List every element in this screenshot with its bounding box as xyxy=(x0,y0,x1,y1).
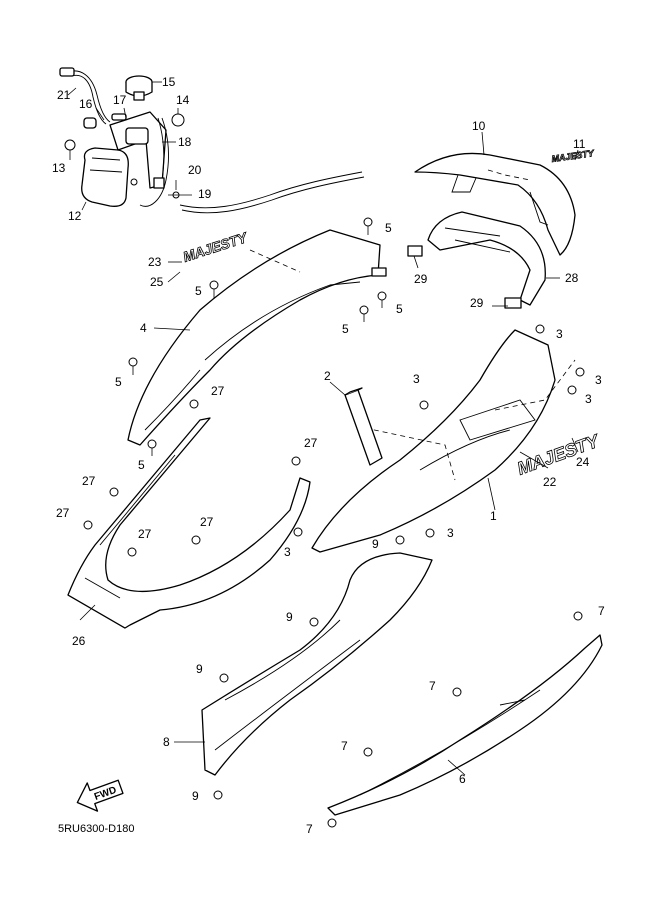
callout-16: 16 xyxy=(79,97,93,111)
reservoir-cap xyxy=(125,75,153,101)
callout-29b: 29 xyxy=(470,296,484,310)
pad xyxy=(344,387,383,466)
clip-29-upper xyxy=(407,245,423,257)
callout-17: 17 xyxy=(113,93,127,107)
callout-3c: 3 xyxy=(595,373,602,387)
inner-rear-panel xyxy=(407,211,546,309)
callout-5b: 5 xyxy=(195,284,202,298)
callout-3b: 3 xyxy=(413,372,420,386)
callout-9a: 9 xyxy=(372,537,379,551)
rear-cowl xyxy=(414,152,576,256)
callout-21: 21 xyxy=(57,88,71,102)
callout-5a: 5 xyxy=(385,221,392,235)
callout-5e: 5 xyxy=(115,375,122,389)
callout-22: 22 xyxy=(543,475,557,489)
lower-rail xyxy=(327,634,603,816)
left-side-cover xyxy=(127,229,387,446)
callout-27c: 27 xyxy=(82,474,96,488)
clip-29-lower xyxy=(504,297,522,309)
leader-lines xyxy=(67,81,579,776)
callout-6: 6 xyxy=(459,772,466,786)
callout-12: 12 xyxy=(68,209,82,223)
callout-18: 18 xyxy=(178,135,192,149)
callout-labels: 15 21 16 17 14 18 13 20 19 12 10 11 5 23… xyxy=(52,75,605,836)
side-emblem-22: MAJESTY xyxy=(514,430,604,479)
callout-8: 8 xyxy=(163,735,170,749)
callout-3d: 3 xyxy=(585,392,592,406)
fasteners xyxy=(83,217,585,828)
callout-4: 4 xyxy=(140,321,147,335)
callout-9c: 9 xyxy=(196,662,203,676)
reservoir-tank xyxy=(81,147,129,207)
fwd-arrow: FWD xyxy=(76,779,124,812)
callout-15: 15 xyxy=(162,75,176,89)
callout-20: 20 xyxy=(188,163,202,177)
callout-2: 2 xyxy=(324,369,331,383)
reservoir-assembly xyxy=(59,67,365,214)
callout-23: 23 xyxy=(148,255,162,269)
callout-5c: 5 xyxy=(396,302,403,316)
callout-10: 10 xyxy=(472,119,486,133)
callout-29a: 29 xyxy=(414,272,428,286)
svg-text:MAJESTY: MAJESTY xyxy=(181,229,250,265)
callout-7d: 7 xyxy=(306,822,313,836)
right-side-cover xyxy=(311,329,576,553)
callout-7a: 7 xyxy=(598,604,605,618)
callout-26: 26 xyxy=(72,634,86,648)
front-lower-cover xyxy=(67,417,311,629)
callout-28: 28 xyxy=(565,271,579,285)
callout-5d: 5 xyxy=(342,322,349,336)
callout-27d: 27 xyxy=(56,506,70,520)
callout-5f: 5 xyxy=(138,458,145,472)
side-emblem-23: MAJESTY xyxy=(181,228,251,265)
callout-14: 14 xyxy=(176,93,190,107)
callout-3e: 3 xyxy=(447,526,454,540)
hose-connector xyxy=(59,67,75,77)
callout-7b: 7 xyxy=(429,679,436,693)
callout-27f: 27 xyxy=(138,527,152,541)
callout-27e: 27 xyxy=(200,515,214,529)
callout-27a: 27 xyxy=(211,384,225,398)
lower-side-panel xyxy=(201,552,433,776)
callout-3a: 3 xyxy=(556,327,563,341)
svg-text:MAJESTY: MAJESTY xyxy=(515,430,604,479)
grommet xyxy=(171,113,185,127)
callout-9b: 9 xyxy=(286,610,293,624)
callout-19: 19 xyxy=(198,187,212,201)
diagram-code: 5RU6300-D180 xyxy=(58,823,134,835)
callout-1: 1 xyxy=(490,509,497,523)
callout-9d: 9 xyxy=(192,789,199,803)
callout-7c: 7 xyxy=(341,739,348,753)
callout-3f: 3 xyxy=(284,545,291,559)
callout-13: 13 xyxy=(52,161,66,175)
callout-11: 11 xyxy=(573,137,586,151)
callout-24: 24 xyxy=(576,455,590,469)
callout-25: 25 xyxy=(150,275,164,289)
callout-27b: 27 xyxy=(304,436,318,450)
